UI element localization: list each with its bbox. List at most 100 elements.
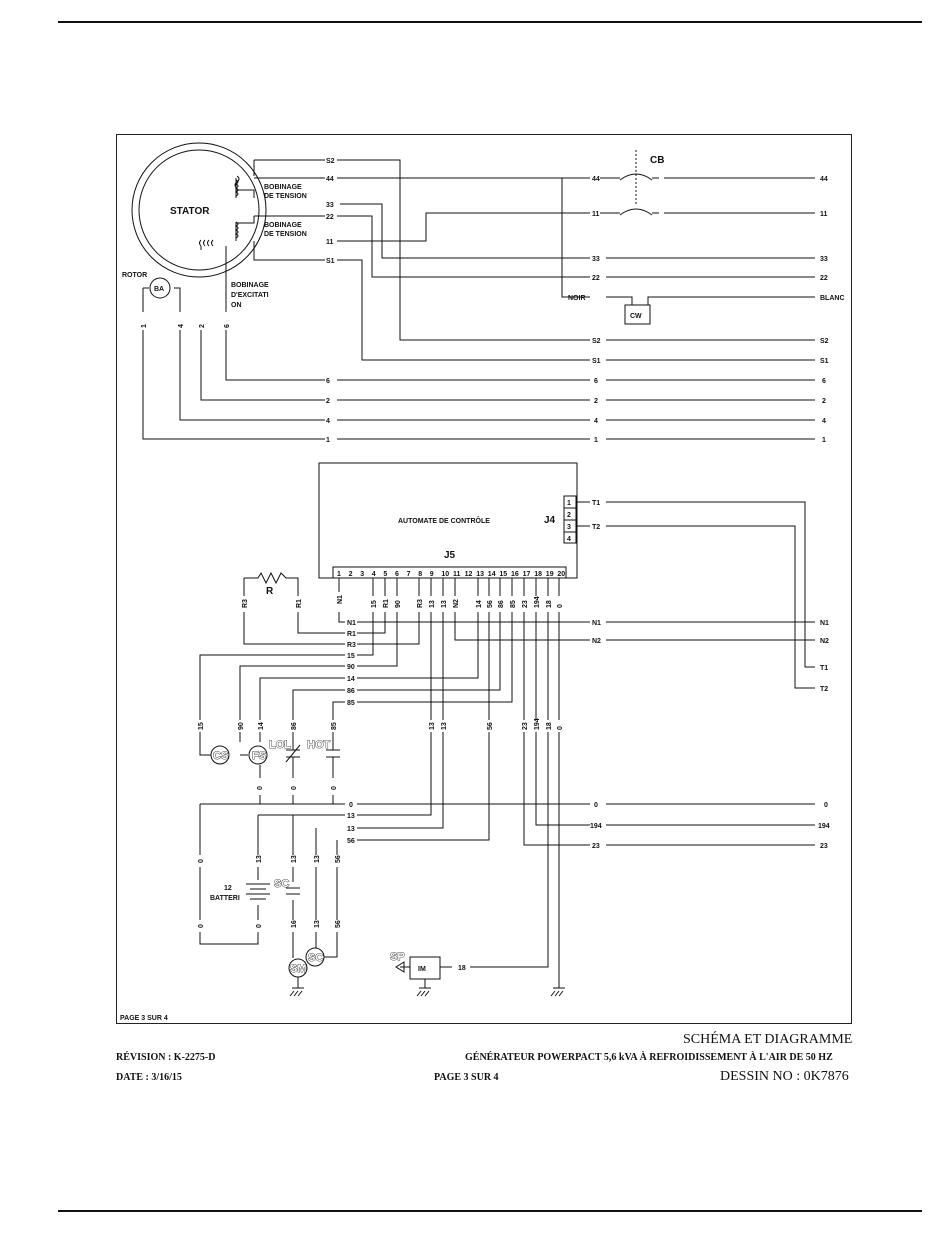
wire-label-n2: N2 xyxy=(820,638,829,645)
j5-pin: 10 xyxy=(441,571,449,578)
vlabel-w13: 13 xyxy=(291,855,298,863)
vlabel-w14: 14 xyxy=(476,600,483,608)
wire-label-w6: 6 xyxy=(822,378,826,385)
wire-label-w194: 194 xyxy=(818,823,830,830)
sm-label: SM xyxy=(290,963,307,975)
vlabel-w0: 0 xyxy=(198,924,205,928)
wire-label-w44: 44 xyxy=(326,176,334,183)
wire-label-w1: 1 xyxy=(594,437,598,444)
j5-pin: 2 xyxy=(349,571,353,578)
ground-1 xyxy=(550,987,565,997)
vlabel-w90: 90 xyxy=(238,722,245,730)
battery-label-1: 12 xyxy=(224,885,232,892)
vlabel-w15: 15 xyxy=(371,600,378,608)
wire-label-s1: S1 xyxy=(592,358,601,365)
vlabel-w13: 13 xyxy=(314,920,321,928)
j5-block xyxy=(332,566,567,579)
rotor-label: ROTOR xyxy=(122,272,147,279)
wire-label-w2: 2 xyxy=(326,398,330,405)
wire-85-j5 xyxy=(357,578,513,703)
wire-194 xyxy=(535,578,815,826)
wire-r1-j5 xyxy=(357,578,386,634)
wire-label-s2: S2 xyxy=(820,338,829,345)
vlabel-w13: 13 xyxy=(429,600,436,608)
wire-label-w2: 2 xyxy=(594,398,598,405)
wire-label-n1: N1 xyxy=(592,620,601,627)
j4-pin-3: 3 xyxy=(567,524,571,531)
vlabel-w18: 18 xyxy=(546,722,553,730)
wire-label-w33: 33 xyxy=(326,202,334,209)
vlabel-w85: 85 xyxy=(510,600,517,608)
rotor-leads xyxy=(142,287,181,312)
vlabel-w56: 56 xyxy=(335,855,342,863)
wire-4 xyxy=(179,330,815,421)
cs-lead xyxy=(199,742,211,756)
vlabel-w0: 0 xyxy=(557,604,564,608)
hot-switch xyxy=(326,742,340,778)
vlabel-w18: 18 xyxy=(546,600,553,608)
vlabel-w13: 13 xyxy=(441,600,448,608)
wire-90-j5 xyxy=(357,578,398,667)
wire-1 xyxy=(142,330,815,440)
wire-label-n2: N2 xyxy=(592,638,601,645)
ground-2 xyxy=(289,977,304,997)
vlabel-w15: 15 xyxy=(198,722,205,730)
j5-pin: 17 xyxy=(523,571,531,578)
wire-blanc xyxy=(647,296,815,305)
wire-11 xyxy=(337,212,815,242)
excitation-label-3: ON xyxy=(231,302,242,309)
wire-label-s1: S1 xyxy=(820,358,829,365)
wire-label-w22: 22 xyxy=(326,214,334,221)
excitation-label-2: D'EXCITATI xyxy=(231,292,269,299)
noir-label: NOIR xyxy=(568,295,586,302)
bottom-rule xyxy=(58,1210,922,1212)
cw-label: CW xyxy=(630,313,642,320)
wire-label-w44: 44 xyxy=(592,176,600,183)
vlabel-w23: 23 xyxy=(522,600,529,608)
sp-arrow xyxy=(395,961,410,973)
wire-15-j5 xyxy=(357,578,374,656)
wire-s1 xyxy=(253,241,815,361)
j5-label: J5 xyxy=(444,550,456,561)
cb-arc-2 xyxy=(619,208,653,216)
wire-label-w85: 85 xyxy=(347,700,355,707)
j5-pin: 16 xyxy=(511,571,519,578)
winding2-label-2: DE TENSION xyxy=(264,231,307,238)
vlabel-w13: 13 xyxy=(256,855,263,863)
vlabel-w1: 1 xyxy=(141,324,148,328)
wire-label-w1: 1 xyxy=(326,437,330,444)
vlabel-w13: 13 xyxy=(314,855,321,863)
controller-label: AUTOMATE DE CONTRÔLE xyxy=(398,516,490,525)
vlabel-w4: 4 xyxy=(178,324,185,328)
wires xyxy=(131,142,815,997)
vlabel-w14: 14 xyxy=(258,722,265,730)
wire-label-w0: 0 xyxy=(349,802,353,809)
wire-6 xyxy=(225,246,815,381)
wire-label-w4: 4 xyxy=(594,418,598,425)
stator-label: STATOR xyxy=(170,206,210,217)
vlabel-w0: 0 xyxy=(291,786,298,790)
wire-label-w14: 14 xyxy=(347,676,355,683)
footer-title: SCHÉMA ET DIAGRAMME xyxy=(683,1032,853,1047)
vlabel-w86: 86 xyxy=(291,722,298,730)
cs-label: CS xyxy=(213,750,228,762)
wire-label-r1: R1 xyxy=(347,631,356,638)
winding2-label-1: BOBINAGE xyxy=(264,222,302,229)
wire-56-j5 xyxy=(357,578,490,841)
j5-pin: 13 xyxy=(476,571,484,578)
wire-33 xyxy=(340,203,815,259)
vlabel-w0: 0 xyxy=(198,859,205,863)
hot-label: HOT xyxy=(307,739,331,751)
wire-13b xyxy=(357,578,444,829)
wire-2 xyxy=(200,246,815,401)
vlabel-w56: 56 xyxy=(487,600,494,608)
wire-14-j5 xyxy=(357,578,479,679)
wire-label-w33: 33 xyxy=(820,256,828,263)
wire-label-n1: N1 xyxy=(347,620,356,627)
fs-label: FS xyxy=(252,750,266,762)
wire-n2 xyxy=(454,578,815,641)
wire-13a xyxy=(357,578,432,816)
wire-label-s2: S2 xyxy=(592,338,601,345)
excitation-label-1: BOBINAGE xyxy=(231,282,269,289)
